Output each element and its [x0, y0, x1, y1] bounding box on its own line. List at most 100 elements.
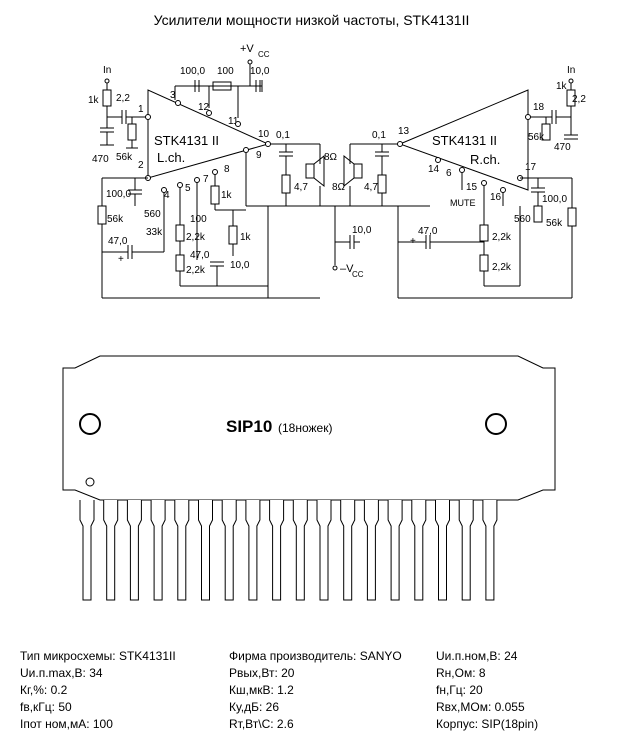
svg-text:2: 2: [138, 160, 144, 171]
package-name: SIP10: [226, 417, 272, 436]
package-pin: [126, 500, 142, 601]
svg-text:+: +: [118, 254, 124, 265]
svg-text:8Ω: 8Ω: [332, 182, 346, 193]
package-pin: [79, 500, 95, 601]
svg-text:100,0: 100,0: [180, 66, 205, 77]
negative-supply: 10,0 –V CC: [332, 206, 372, 279]
spec-flow: fн,Гц: 20: [436, 683, 483, 697]
svg-text:7: 7: [203, 174, 209, 185]
package-pin: [387, 500, 403, 601]
svg-text:33k: 33k: [146, 227, 163, 238]
package-pin: [150, 500, 166, 601]
specs-column-3: Uи.п.ном,В: 24 Rн,Ом: 8 fн,Гц: 20 Rвх,МО…: [436, 648, 538, 733]
specs-column-1: Тип микросхемы: STK4131II Uи.п.max,В: 34…: [20, 648, 176, 733]
right-chip-label: STK4131 II: [432, 133, 497, 148]
package-pin: [411, 500, 427, 601]
spec-load: Rн,Ом: 8: [436, 666, 486, 680]
spec-thermal: Rт,Вт\С: 2.6: [229, 717, 294, 731]
mute-label: MUTE: [450, 198, 476, 208]
right-input-label: In: [567, 65, 575, 76]
svg-text:1k: 1k: [221, 190, 233, 201]
svg-text:6: 6: [446, 168, 452, 179]
svg-text:8Ω: 8Ω: [324, 152, 338, 163]
svg-text:1k: 1k: [88, 95, 100, 106]
package-pin: [245, 500, 261, 601]
svg-text:470: 470: [92, 154, 109, 165]
pin1-marker: [85, 477, 95, 487]
package-pin: [363, 500, 379, 601]
spec-vmax: Uи.п.max,В: 34: [20, 666, 103, 680]
svg-text:4,7: 4,7: [364, 182, 378, 193]
spec-iq: Iпот ном,мА: 100: [20, 717, 113, 731]
spec-gain: Ку,дБ: 26: [229, 700, 280, 714]
package-pin: [221, 500, 237, 601]
svg-text:4: 4: [164, 190, 170, 201]
svg-text:0,1: 0,1: [372, 130, 386, 141]
package-pin: [340, 500, 356, 601]
svg-text:8: 8: [224, 164, 230, 175]
right-channel-circuit: STK4131 II R.ch. In 1k 2,2 56k 470 18 13…: [332, 65, 586, 299]
left-chip-label: STK4131 II: [154, 133, 219, 148]
left-amplifier-triangle: [147, 89, 270, 179]
svg-text:CC: CC: [352, 270, 364, 279]
svg-text:47,0: 47,0: [418, 226, 438, 237]
right-amplifier-triangle: [398, 89, 529, 191]
svg-text:470: 470: [554, 142, 571, 153]
spec-pout: Pвых,Вт: 20: [229, 666, 295, 680]
svg-text:0,1: 0,1: [276, 130, 290, 141]
svg-text:2,2: 2,2: [116, 93, 130, 104]
spec-chip-type: Тип микросхемы: STK4131II: [20, 649, 176, 663]
svg-text:9: 9: [256, 150, 262, 161]
svg-text:560: 560: [144, 209, 161, 220]
svg-text:10,0: 10,0: [250, 66, 270, 77]
svg-text:56k: 56k: [528, 132, 545, 143]
package-pin: [482, 500, 498, 601]
svg-text:47,0: 47,0: [108, 236, 128, 247]
svg-text:13: 13: [398, 126, 410, 137]
package-note: (18ножек): [278, 421, 332, 435]
left-mounting-hole: [79, 413, 101, 435]
package-body: [62, 355, 556, 501]
svg-text:4,7: 4,7: [294, 182, 308, 193]
svg-text:100: 100: [217, 66, 234, 77]
svg-text:2,2k: 2,2k: [186, 265, 206, 276]
right-mounting-hole: [485, 413, 507, 435]
vcc-minus-label: –V: [340, 263, 354, 275]
spec-manufacturer: Фирма производитель: SANYO: [229, 649, 402, 663]
svg-text:560: 560: [514, 214, 531, 225]
svg-text:17: 17: [525, 162, 537, 173]
sip-package: SIP10 (18ножек): [62, 355, 556, 601]
svg-text:47,0: 47,0: [190, 250, 210, 261]
svg-text:100: 100: [190, 214, 207, 225]
svg-text:2,2: 2,2: [572, 94, 586, 105]
spec-thd: Кг,%: 0.2: [20, 683, 68, 697]
svg-text:12: 12: [198, 102, 210, 113]
svg-text:1: 1: [138, 104, 144, 115]
spec-package: Корпус: SIP(18pin): [436, 717, 539, 731]
package-pin: [269, 500, 285, 601]
specs-column-2: Фирма производитель: SANYO Pвых,Вт: 20 К…: [229, 648, 402, 733]
left-channel-label: L.ch.: [157, 150, 185, 165]
package-pin: [174, 500, 190, 601]
svg-text:3: 3: [170, 90, 176, 101]
svg-text:+: +: [410, 236, 416, 247]
svg-text:1k: 1k: [240, 232, 252, 243]
svg-text:2,2k: 2,2k: [186, 232, 206, 243]
left-input-label: In: [103, 65, 111, 76]
svg-text:CC: CC: [258, 50, 270, 59]
svg-text:5: 5: [185, 183, 191, 194]
package-pin: [458, 500, 474, 601]
svg-text:16: 16: [490, 192, 502, 203]
svg-text:100,0: 100,0: [542, 194, 567, 205]
svg-text:11: 11: [228, 116, 239, 127]
svg-text:56k: 56k: [107, 214, 124, 225]
vcc-plus-label: +V: [240, 43, 254, 55]
svg-text:10,0: 10,0: [230, 260, 250, 271]
svg-text:1k: 1k: [556, 81, 568, 92]
svg-text:100,0: 100,0: [106, 189, 131, 200]
package-pin: [292, 500, 308, 601]
package-pin: [198, 500, 213, 601]
spec-noise: Кш,мкВ: 1.2: [229, 683, 294, 697]
spec-rin: Rвх,МОм: 0.055: [436, 700, 525, 714]
